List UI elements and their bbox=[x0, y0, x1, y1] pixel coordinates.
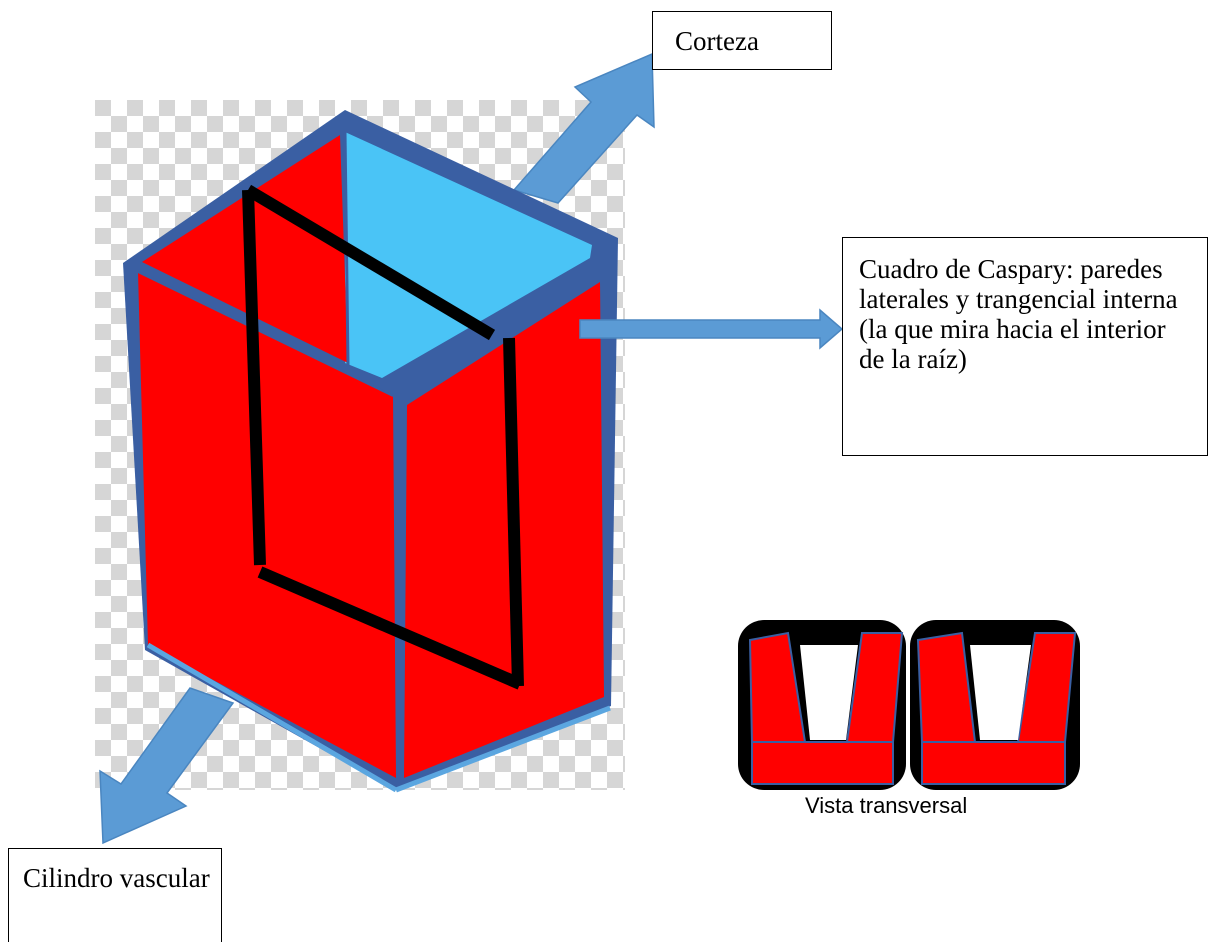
caption-vista-transversal: Vista transversal bbox=[805, 793, 968, 818]
label-cuadro-de-caspary: Cuadro de Caspary: paredes laterales y t… bbox=[842, 237, 1208, 456]
cross-section-cell-right bbox=[910, 620, 1080, 790]
cross-section-cell-left bbox=[738, 620, 906, 790]
cross-section-view bbox=[738, 620, 1080, 790]
label-corteza: Corteza bbox=[652, 11, 832, 70]
label-cilindro-vascular: Cilindro vascular bbox=[8, 848, 222, 942]
cell-3d bbox=[123, 110, 618, 793]
arrow-to-cilindro-vascular bbox=[99, 687, 235, 845]
front-left-wall bbox=[138, 272, 396, 778]
arrow-to-caspary bbox=[579, 308, 844, 350]
arrow-to-corteza bbox=[512, 52, 655, 204]
cell-interior bbox=[345, 132, 592, 378]
caspary-band bbox=[244, 184, 496, 341]
